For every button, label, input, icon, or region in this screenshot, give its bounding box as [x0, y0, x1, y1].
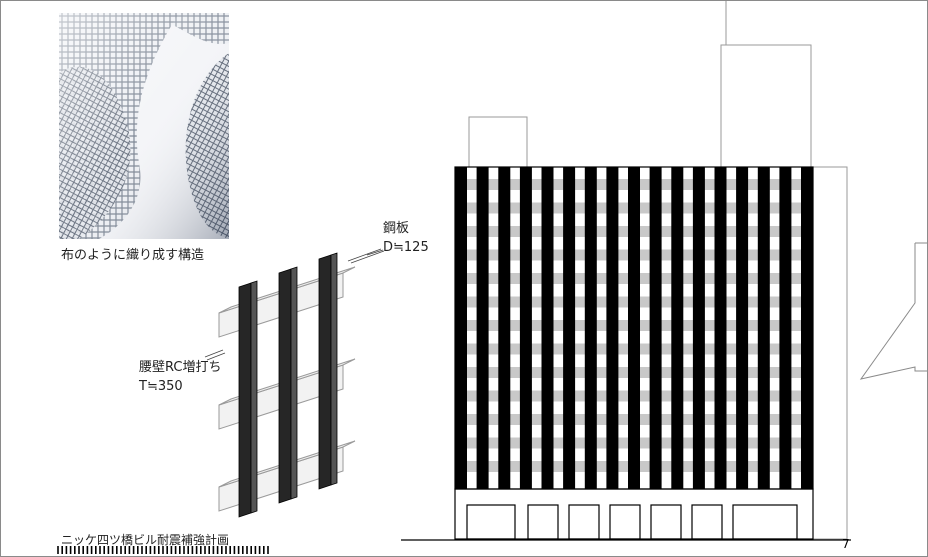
ground-floor [454, 488, 814, 540]
facade-column [714, 167, 727, 489]
facade-column [736, 167, 749, 489]
facade-column [519, 167, 532, 489]
adjacent-building-outline [812, 166, 848, 540]
facade-column [541, 167, 554, 489]
reinforcement-detail-drawing [204, 248, 385, 518]
facade-column [671, 167, 684, 489]
building-elevation [401, 1, 851, 541]
steel-plate-dimension: D≒125 [383, 240, 429, 255]
facade-column [757, 167, 770, 489]
callout-bubble [859, 242, 927, 380]
facade-grid [455, 167, 813, 489]
leader-lines [204, 248, 385, 361]
spandrel-wall-dimension: T≒350 [139, 379, 183, 394]
spandrel-wall-label: 腰壁RC増打ち T≒350 [139, 358, 221, 396]
rooftop-structure-right [720, 44, 812, 168]
page-number: 7 [842, 537, 850, 551]
facade-column [476, 167, 489, 489]
facade-column [628, 167, 640, 489]
facade-column [649, 167, 662, 489]
facade-column [584, 167, 597, 489]
facade-column [692, 167, 705, 489]
facade-column [455, 167, 467, 489]
project-title: ニッケ四ツ橋ビル耐震補強計画 [61, 533, 230, 547]
steel-plate-label: 鋼板 D≒125 [383, 219, 429, 257]
facade-column [563, 167, 576, 489]
facade-column [779, 167, 792, 489]
facade-column [498, 167, 511, 489]
woven-fabric-photo [59, 13, 229, 239]
facade-column [606, 167, 619, 489]
steel-plate-column [238, 252, 338, 518]
photo-caption: 布のように織り成す構造 [61, 248, 205, 263]
facade-column [801, 167, 813, 489]
steel-plate-name: 鋼板 [383, 221, 410, 236]
title-underline-ticks [57, 546, 269, 554]
spandrel-wall-name: 腰壁RC増打ち [139, 360, 222, 375]
rooftop-structure-left [468, 116, 528, 168]
